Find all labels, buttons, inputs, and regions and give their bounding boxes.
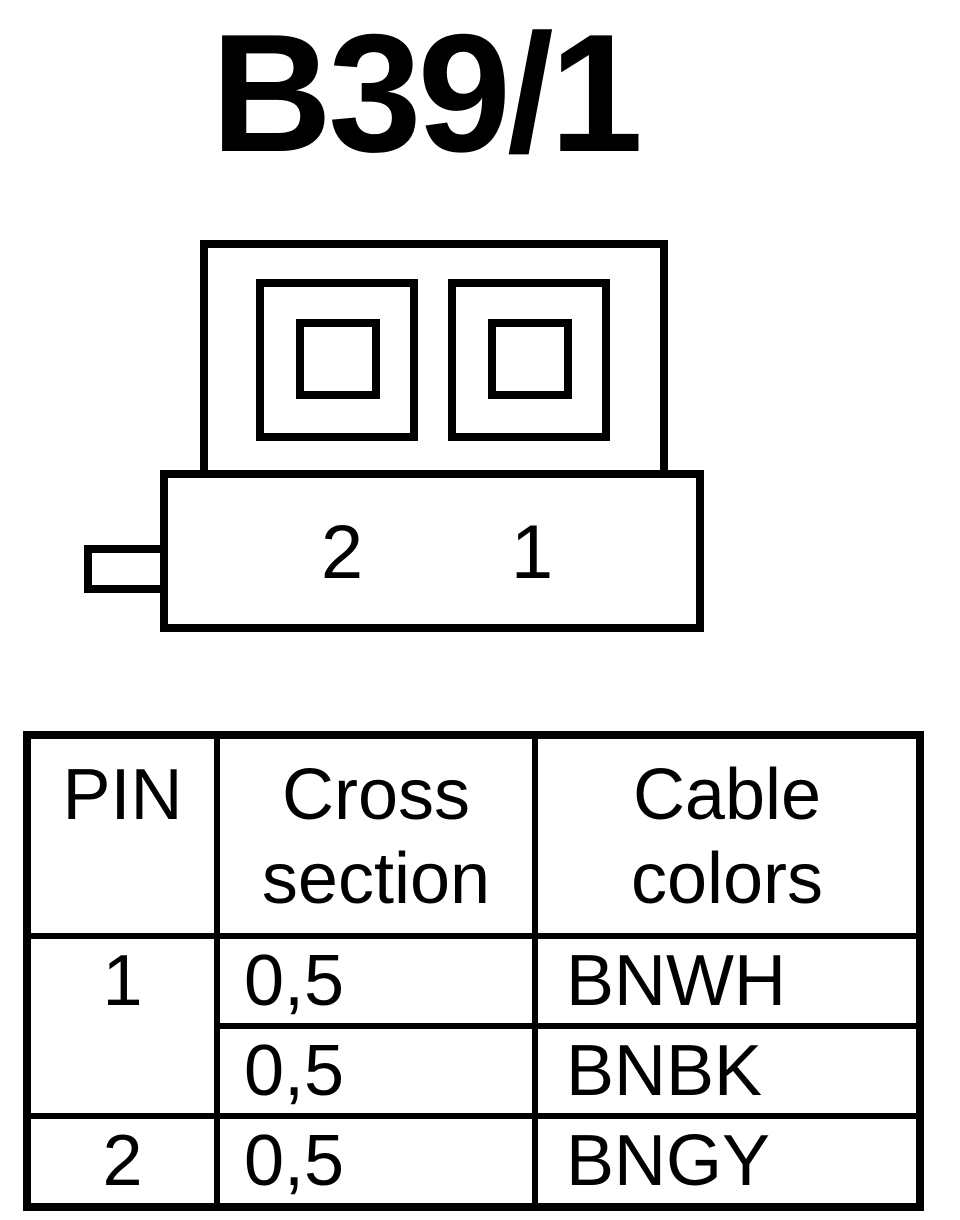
table-row: 1 0,5 BNWH bbox=[24, 933, 923, 1119]
header-cross-section-line-1: Cross bbox=[281, 755, 470, 835]
pin-number-cell: 2 bbox=[24, 1113, 220, 1210]
cable-color-cell: BNWH bbox=[532, 933, 923, 1029]
pin-cavity-2 bbox=[256, 279, 418, 441]
table-row: 0,5 BNBK bbox=[27, 1023, 923, 1119]
cross-section-cell: 0,5 bbox=[214, 933, 538, 1029]
cross-section-cell: 0,5 bbox=[214, 1113, 538, 1210]
pin-assignment-table: PIN Cross section Cable colors 1 0,5 BNW… bbox=[23, 731, 924, 1211]
pin-contact-1 bbox=[488, 319, 572, 399]
table-row: 2 0,5 BNGY bbox=[24, 1113, 923, 1210]
header-pin-label: PIN bbox=[62, 755, 183, 835]
pin-cavity-1 bbox=[448, 279, 610, 441]
table-header-row: PIN Cross section Cable colors bbox=[24, 732, 923, 939]
connector-title: B39/1 bbox=[210, 0, 643, 187]
pin-number-cell: 1 bbox=[24, 933, 220, 1119]
pin-label-2: 2 bbox=[321, 510, 363, 595]
connector-latch bbox=[84, 545, 168, 593]
header-cross-section: Cross section bbox=[214, 732, 538, 939]
pin-label-1: 1 bbox=[511, 510, 553, 595]
connector-body bbox=[160, 470, 704, 632]
cable-color-cell: BNBK bbox=[532, 1023, 923, 1119]
cable-color-cell: BNGY bbox=[532, 1113, 923, 1210]
header-cable-colors: Cable colors bbox=[532, 732, 923, 939]
header-cable-colors-line-1: Cable bbox=[632, 755, 822, 835]
connector-housing-top bbox=[200, 240, 668, 474]
header-cross-section-line-2: section bbox=[261, 839, 491, 919]
connector-drawing: 2 1 bbox=[84, 240, 704, 632]
header-pin: PIN bbox=[24, 732, 220, 939]
cross-section-cell: 0,5 bbox=[214, 1023, 538, 1119]
pin-contact-2 bbox=[296, 319, 380, 399]
header-cable-colors-line-2: colors bbox=[630, 839, 824, 919]
